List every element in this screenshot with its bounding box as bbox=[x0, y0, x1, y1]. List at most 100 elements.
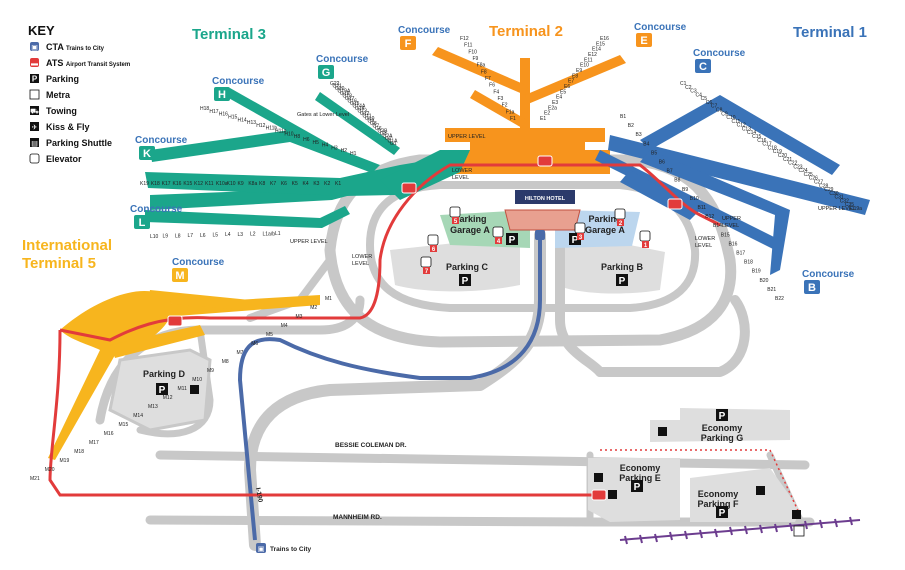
econ-dotted bbox=[600, 449, 801, 516]
svg-text:Concourse: Concourse bbox=[398, 25, 451, 36]
gate-label: L1 bbox=[275, 231, 281, 237]
gate-label: K15 bbox=[183, 181, 192, 187]
gate-label: E5 bbox=[560, 89, 566, 95]
gate-label: C28 bbox=[819, 183, 828, 189]
gate-label: H15 bbox=[228, 114, 237, 120]
gate-label: K7 bbox=[270, 181, 276, 187]
gate-label: B19 bbox=[752, 269, 761, 275]
bessie-coleman-road bbox=[155, 450, 810, 470]
gate-label: B18 bbox=[744, 260, 753, 266]
gate-label: G7 bbox=[373, 124, 380, 130]
gate-label: L5 bbox=[213, 233, 219, 239]
svg-text:Parking: Parking bbox=[46, 74, 79, 84]
trains-to-city-label: Trains to City bbox=[270, 546, 312, 553]
gate-label: B16 bbox=[729, 241, 738, 247]
parking-d-loop bbox=[136, 326, 214, 438]
gate-label: H11b bbox=[266, 126, 278, 132]
gate-label: H18 bbox=[200, 106, 209, 112]
elevator-number: 6 bbox=[432, 247, 436, 253]
gate-label: C19a bbox=[850, 206, 862, 212]
elevator-icon bbox=[29, 153, 40, 164]
gate-label: M7 bbox=[237, 350, 244, 356]
gate-label: L1a/b bbox=[263, 231, 276, 237]
svg-text:Towing: Towing bbox=[46, 106, 77, 116]
gate-label: C4 bbox=[695, 92, 702, 98]
cta-icon: ▣ bbox=[31, 45, 38, 52]
svg-text:ATS Airport Transit System: ATS Airport Transit System bbox=[46, 58, 130, 68]
gate-label: C24 bbox=[798, 168, 807, 174]
gate-label: E2 bbox=[544, 111, 550, 117]
gate-label: B4 bbox=[643, 141, 649, 147]
gate-label: M9 bbox=[207, 368, 214, 374]
parking-b-lot bbox=[565, 245, 665, 294]
garage-a-east-label: Parking bbox=[588, 214, 621, 224]
gate-label: B7 bbox=[667, 169, 673, 175]
t1-lower-label-2: LEVEL bbox=[695, 243, 712, 249]
gate-label: C5 bbox=[701, 96, 708, 102]
parking-b-label: Parking B bbox=[601, 262, 644, 272]
gate-label: C32 bbox=[840, 198, 849, 204]
gate-label: H5 bbox=[313, 140, 320, 146]
gate-label: F10 bbox=[468, 49, 477, 55]
ats-line bbox=[59, 163, 721, 342]
gate-label: G3B bbox=[378, 129, 389, 135]
garage-a-west-label: Parking bbox=[453, 214, 486, 224]
gate-label: M2 bbox=[310, 305, 317, 311]
elevator-number-badge bbox=[617, 219, 624, 226]
gate-label: M18 bbox=[74, 449, 84, 455]
gate-label: C31 bbox=[835, 195, 844, 201]
gate-label: F11 bbox=[464, 43, 472, 49]
gate-label: G2A bbox=[383, 134, 394, 140]
ats-station-econ bbox=[591, 489, 607, 501]
concourse-h-label: Concourse H bbox=[212, 76, 265, 101]
elevator-number-badge bbox=[642, 241, 649, 248]
gate-label: B15 bbox=[721, 232, 730, 238]
concourse-c-label: Concourse C bbox=[693, 48, 746, 73]
ats-station-t5 bbox=[167, 315, 183, 327]
gate-label: G19 bbox=[340, 91, 350, 97]
terminal-5-title-line2: Terminal 5 bbox=[22, 255, 96, 272]
parking-icon bbox=[631, 480, 643, 492]
cta-station-icon bbox=[535, 230, 545, 240]
gate-label: C8 bbox=[716, 108, 723, 114]
t1-lower-label: LOWER bbox=[695, 236, 715, 242]
kiss-fly-icon: ✈ bbox=[32, 125, 38, 132]
parking-icon-letter: P bbox=[159, 385, 166, 396]
parking-c-label: Parking C bbox=[446, 262, 489, 272]
gate-label: B8 bbox=[674, 178, 680, 184]
parking-icon bbox=[716, 506, 728, 518]
trains-to-city[interactable]: ▣ Trains to City bbox=[256, 543, 312, 553]
elevator-icon bbox=[420, 256, 432, 268]
i190-road-b bbox=[555, 233, 750, 377]
t2-upper-level: UPPER LEVEL bbox=[448, 134, 486, 140]
gate-label: L7 bbox=[188, 233, 194, 239]
svg-text:Concourse: Concourse bbox=[212, 76, 265, 87]
svg-text:M: M bbox=[175, 270, 184, 282]
gate-label: M17 bbox=[89, 440, 99, 446]
gate-label: M3 bbox=[296, 314, 303, 320]
hilton-hotel-label: HILTON HOTEL bbox=[525, 196, 566, 202]
gate-label: M5 bbox=[266, 332, 273, 338]
gate-label: F12 bbox=[460, 36, 469, 42]
economy-f-label: Economy bbox=[698, 489, 739, 499]
svg-text:Concourse: Concourse bbox=[172, 257, 225, 268]
gate-label: L9 bbox=[163, 234, 169, 240]
parking-shuttle-icon-econ-g bbox=[658, 427, 667, 436]
gate-label: H1 bbox=[350, 151, 357, 157]
terminal-1-title: Terminal 1 bbox=[793, 24, 867, 41]
gate-label: B1 bbox=[620, 114, 626, 120]
gate-label: K8 bbox=[259, 181, 265, 187]
key-item-kiss-fly: ✈ Kiss & Fly bbox=[30, 122, 90, 132]
economy-g-lot bbox=[650, 408, 790, 442]
gate-label: M21 bbox=[30, 476, 40, 482]
elevator-number: 4 bbox=[497, 239, 501, 245]
gate-label: C9 bbox=[721, 111, 728, 117]
gate-label: M4 bbox=[281, 323, 288, 329]
gate-label: C30 bbox=[829, 191, 838, 197]
gate-label: C19 bbox=[773, 149, 782, 155]
gate-label: F4 bbox=[493, 89, 499, 95]
terminal-2-shape bbox=[432, 47, 626, 174]
terminal-1-shape bbox=[595, 95, 870, 275]
metra-icon bbox=[29, 89, 40, 100]
